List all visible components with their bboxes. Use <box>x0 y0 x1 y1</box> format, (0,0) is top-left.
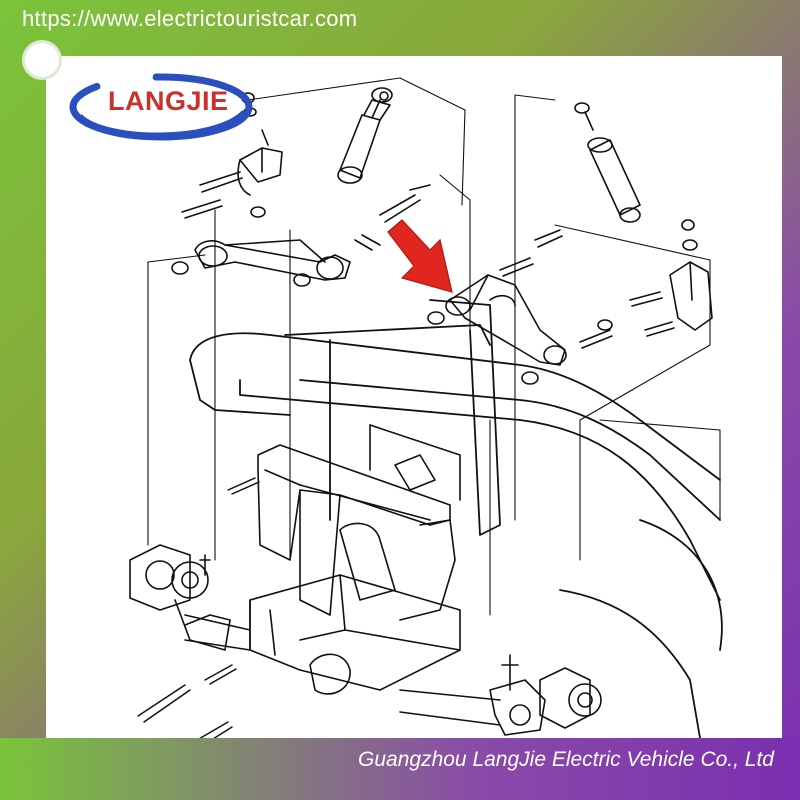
lower-crossmember <box>184 574 501 726</box>
right-shock-absorber <box>574 102 641 223</box>
right-upper-a-arm <box>427 229 613 385</box>
langjie-logo <box>69 73 253 141</box>
leader-lines <box>147 77 721 616</box>
frame-corner-tab <box>22 40 62 80</box>
vehicle-frame <box>189 299 723 739</box>
long-bolts <box>137 477 260 757</box>
right-spindle <box>489 654 602 736</box>
company-name: Guangzhou LangJie Electric Vehicle Co., … <box>358 748 774 771</box>
diagram-panel <box>46 56 782 742</box>
left-spindle <box>129 544 231 651</box>
website-url: https://www.electrictouristcar.com <box>22 6 358 31</box>
left-upper-a-arm <box>171 184 431 287</box>
left-upper-bracket <box>181 92 283 219</box>
right-upper-bracket <box>597 219 713 337</box>
logo-text: LANGJIE <box>108 86 229 116</box>
footer-bar <box>0 738 800 800</box>
left-shock-absorber <box>337 87 393 184</box>
mounting-plate <box>257 424 461 621</box>
highlight-arrow <box>387 219 453 293</box>
